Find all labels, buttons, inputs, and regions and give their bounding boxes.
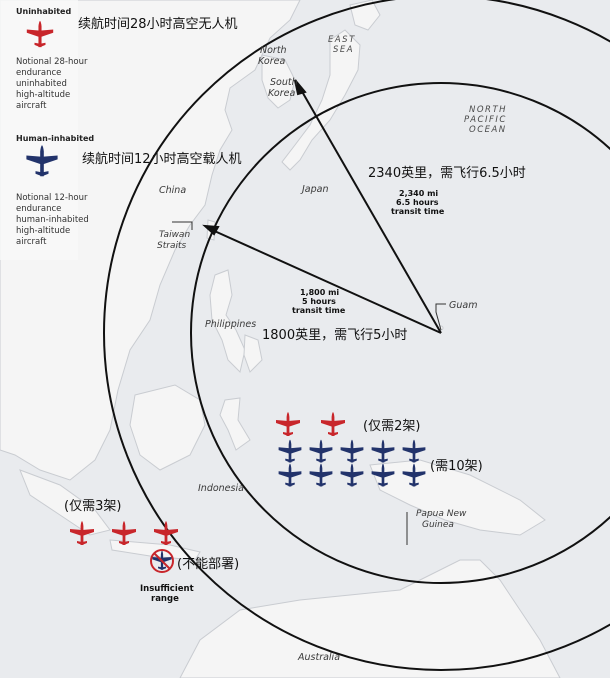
legend-uninhabited-title: Uninhabited bbox=[16, 7, 71, 16]
range-ring-6-5h bbox=[103, 0, 610, 671]
legend-uninhabited-zh: 续航时间28小时高空无人机 bbox=[78, 16, 238, 32]
route-taiwan-zh: 1800英里，需飞行5小时 bbox=[262, 328, 407, 343]
guam-leader bbox=[435, 303, 446, 331]
taiwan-leader bbox=[172, 221, 193, 230]
route-arrow-taiwan bbox=[209, 228, 442, 334]
range-ring-5h bbox=[190, 82, 610, 584]
count-label-2: (仅需2架) bbox=[363, 419, 420, 434]
count-label-3: (仅需3架) bbox=[64, 499, 121, 514]
legend-human-title: Human-inhabited bbox=[16, 134, 94, 143]
count-label-cannot: (不能部署) bbox=[177, 557, 239, 572]
label-indonesia: Indonesia bbox=[198, 483, 244, 494]
label-japan: Japan bbox=[300, 184, 329, 195]
label-china: China bbox=[159, 185, 186, 196]
no-deploy-icon bbox=[150, 549, 174, 573]
legend-human-zh: 续航时间12小时高空载人机 bbox=[82, 151, 242, 167]
label-australia: Australia bbox=[297, 652, 340, 663]
label-philippines: Philippines bbox=[205, 319, 256, 330]
label-guam: Guam bbox=[449, 300, 477, 311]
arrow-head-taiwan bbox=[202, 224, 220, 236]
route-arrow-korea bbox=[299, 87, 442, 334]
arrow-head-korea bbox=[294, 79, 307, 96]
route-korea-zh: 2340英里，需飞行6.5小时 bbox=[368, 166, 526, 181]
count-label-10: (需10架) bbox=[430, 459, 483, 474]
